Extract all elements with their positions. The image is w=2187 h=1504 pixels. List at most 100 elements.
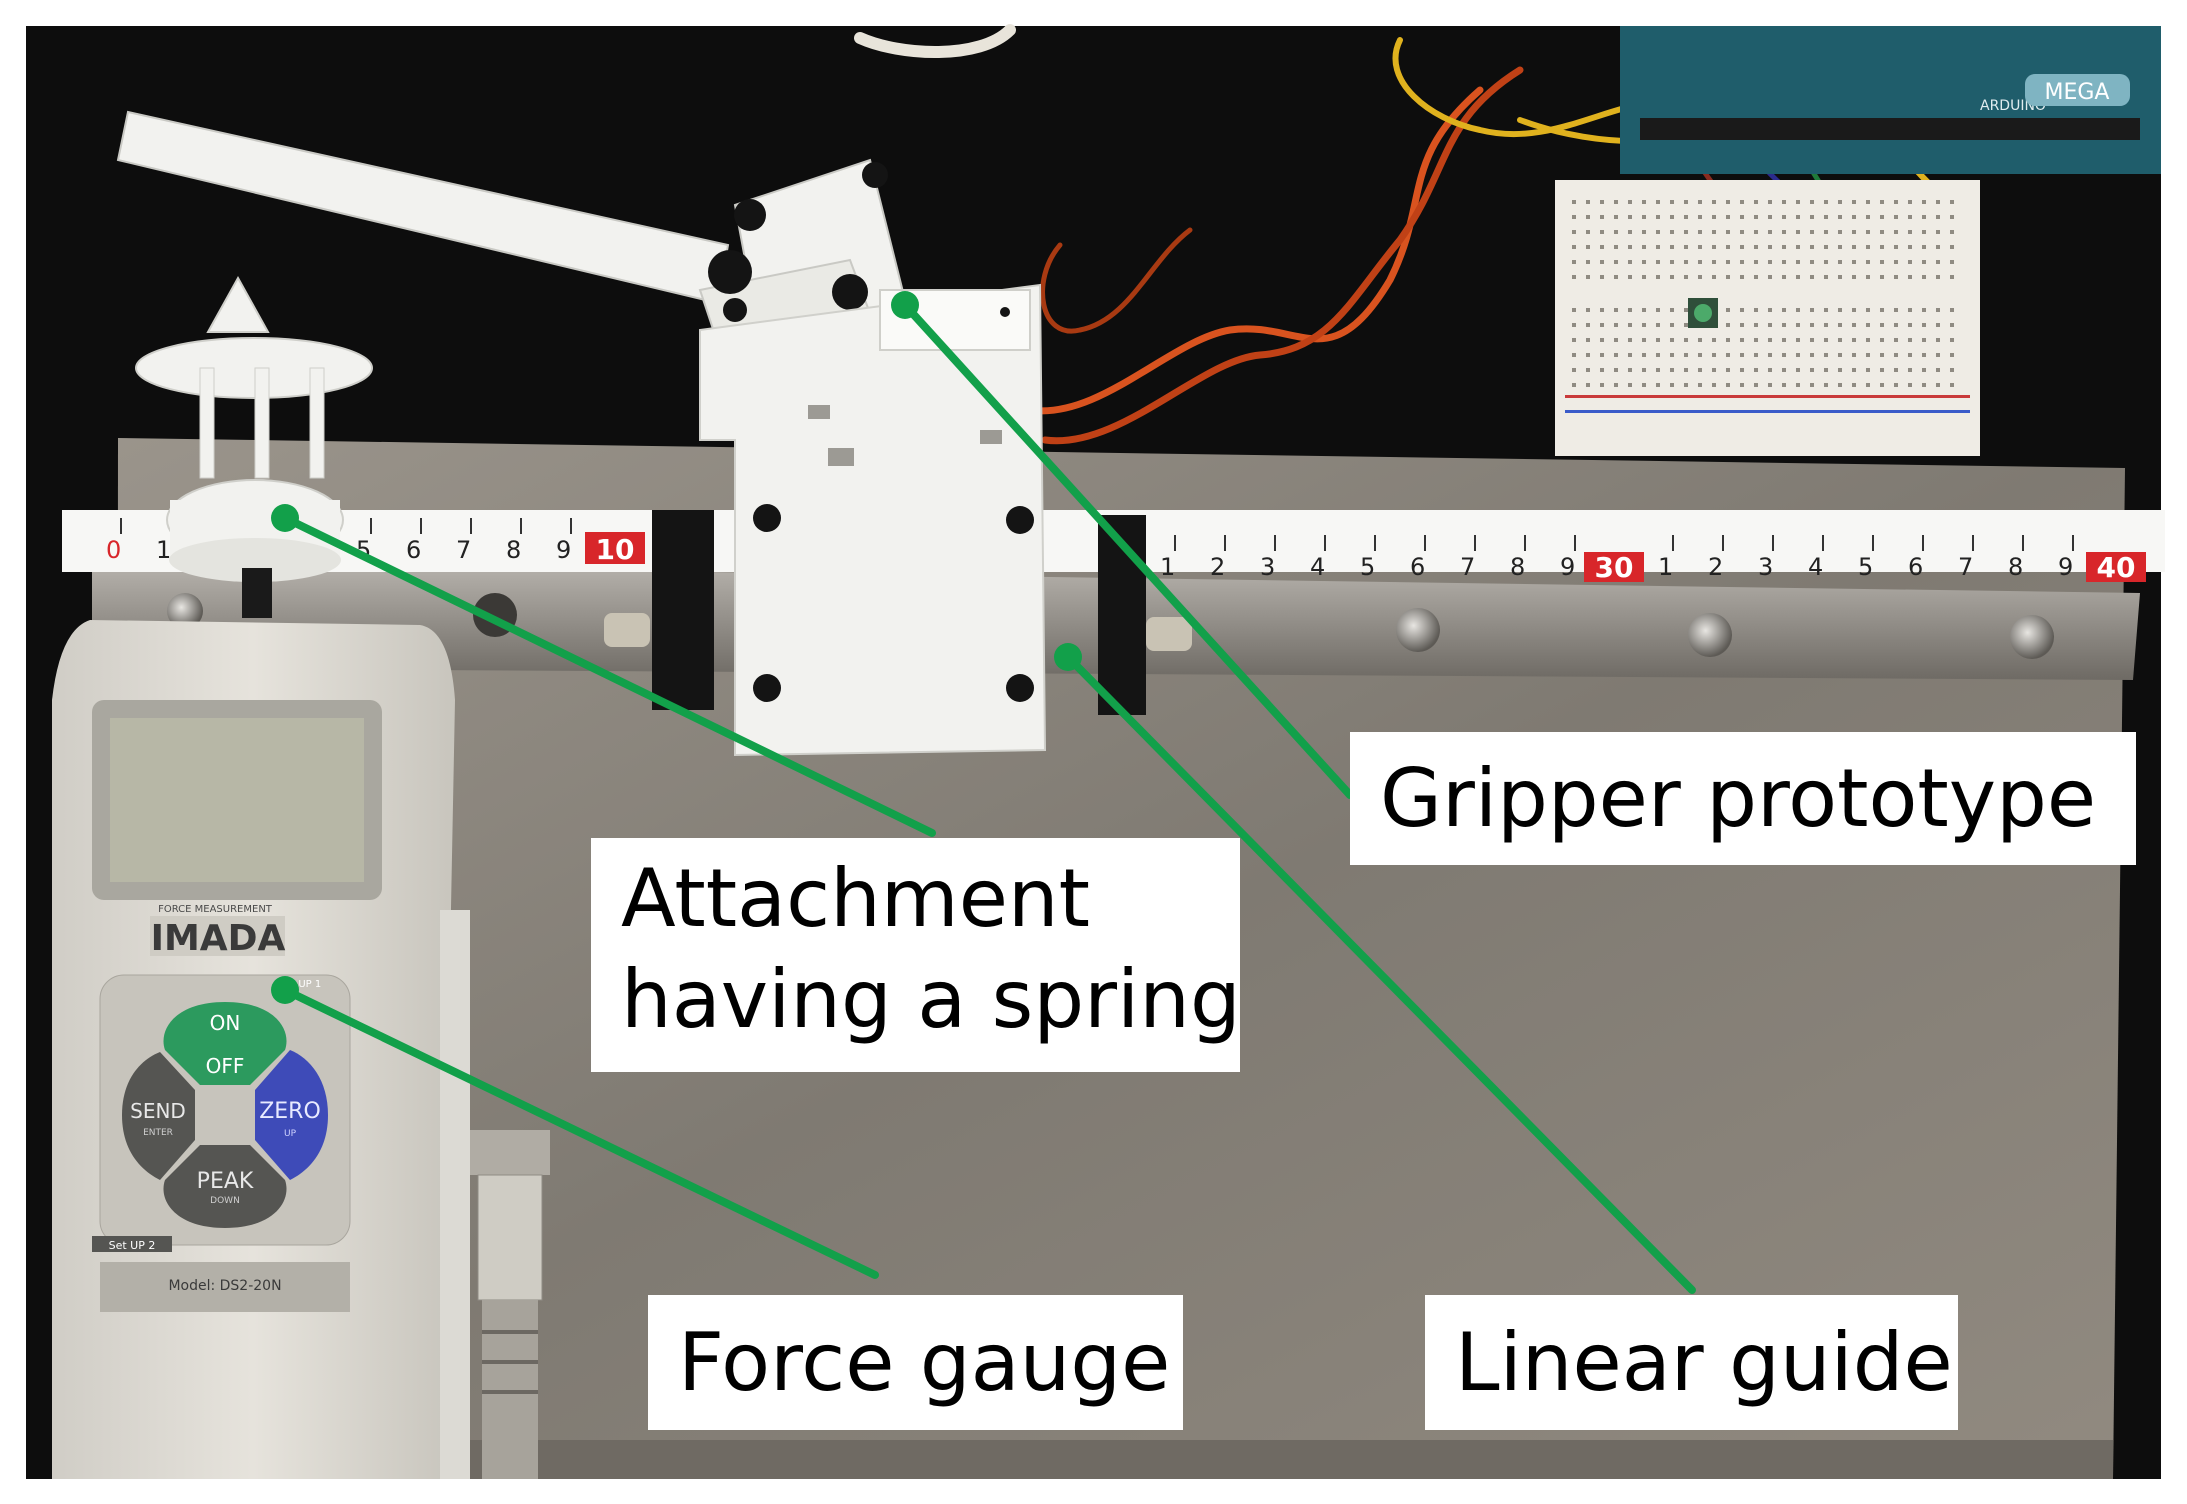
breadboard-hole xyxy=(1768,338,1772,342)
gauge-setup2: Set UP 2 xyxy=(109,1239,156,1252)
label-gripper-text: Gripper prototype xyxy=(1380,752,2097,845)
breadboard-hole xyxy=(1586,353,1590,357)
breadboard-hole xyxy=(1698,275,1702,279)
gauge-brand: IMADA xyxy=(151,918,286,959)
gauge-send-button[interactable] xyxy=(122,1052,195,1180)
b-tick-label-3: 4 xyxy=(1310,553,1325,581)
breadboard-hole xyxy=(1880,383,1884,387)
breadboard-hole xyxy=(1768,260,1772,264)
breadboard-hole xyxy=(1754,383,1758,387)
breadboard-hole xyxy=(1572,368,1576,372)
breadboard-hole xyxy=(1824,260,1828,264)
breadboard-hole xyxy=(1852,230,1856,234)
breadboard-hole xyxy=(1656,230,1660,234)
breadboard-hole xyxy=(1796,368,1800,372)
breadboard-hole xyxy=(1642,215,1646,219)
breadboard-hole xyxy=(1600,230,1604,234)
c-tick-label-2: 3 xyxy=(1758,553,1773,581)
breadboard-hole xyxy=(1614,275,1618,279)
breadboard-hole xyxy=(1572,323,1576,327)
c-tick-label-1: 2 xyxy=(1708,553,1723,581)
breadboard-hole xyxy=(1684,215,1688,219)
breadboard-hole xyxy=(1600,215,1604,219)
gauge-peak-button[interactable] xyxy=(163,1145,287,1228)
spring-attachment xyxy=(135,275,373,618)
breadboard-hole xyxy=(1586,323,1590,327)
label-gripper-prototype: Gripper prototype xyxy=(1350,732,2136,865)
label-linear-guide: Linear guide xyxy=(1425,1295,1958,1430)
a-tick-9 xyxy=(570,518,572,534)
breadboard-hole xyxy=(1768,245,1772,249)
gauge-zero-button[interactable] xyxy=(255,1050,328,1180)
label-linear-guide-text: Linear guide xyxy=(1455,1316,1953,1409)
breadboard-hole xyxy=(1656,323,1660,327)
gauge-bracket xyxy=(440,910,470,1479)
linear-guide-leader-line xyxy=(1064,653,1696,1294)
breadboard-hole xyxy=(1810,245,1814,249)
breadboard-hole xyxy=(1936,260,1940,264)
breadboard-hole xyxy=(1572,230,1576,234)
b-tick-8 xyxy=(1574,535,1576,551)
label-attachment-line2: having a spring xyxy=(621,953,1241,1046)
breadboard-hole xyxy=(1600,338,1604,342)
breadboard-hole xyxy=(1922,230,1926,234)
arduino-model-badge xyxy=(2025,74,2130,106)
breadboard-hole xyxy=(1894,200,1898,204)
breadboard-hole xyxy=(1824,308,1828,312)
a-tick-0 xyxy=(120,518,122,534)
breadboard-hole xyxy=(1880,323,1884,327)
breadboard-hole xyxy=(1922,323,1926,327)
breadboard-hole xyxy=(1712,200,1716,204)
breadboard-hole xyxy=(1572,245,1576,249)
breadboard-hole xyxy=(1586,368,1590,372)
gauge-on-label: ON xyxy=(210,1011,241,1035)
breadboard-hole xyxy=(1670,230,1674,234)
breadboard-hole xyxy=(1740,275,1744,279)
gripper-leader-line xyxy=(901,301,1354,799)
breadboard-hole xyxy=(1838,215,1842,219)
breadboard-rail-red xyxy=(1565,395,1970,398)
breadboard-hole xyxy=(1810,230,1814,234)
breadboard-hole xyxy=(1726,260,1730,264)
b-tick-label-1: 2 xyxy=(1210,553,1225,581)
breadboard-hole xyxy=(1670,353,1674,357)
breadboard-hole xyxy=(1726,308,1730,312)
breadboard-hole xyxy=(1768,323,1772,327)
attachment-leader-line xyxy=(281,514,936,837)
gauge-on-off-button[interactable] xyxy=(163,1002,287,1085)
breadboard-hole xyxy=(1936,200,1940,204)
carriage-block-left xyxy=(652,510,714,710)
breadboard-hole xyxy=(1838,200,1842,204)
breadboard-hole xyxy=(1698,383,1702,387)
breadboard-hole xyxy=(1768,308,1772,312)
breadboard-hole xyxy=(1908,215,1912,219)
ruler-mark-10-bg xyxy=(585,532,645,564)
breadboard-hole xyxy=(1628,230,1632,234)
c-tick-label-8: 9 xyxy=(2058,553,2073,581)
breadboard-hole xyxy=(1768,200,1772,204)
c-tick-label-3: 4 xyxy=(1808,553,1823,581)
b-tick-label-4: 5 xyxy=(1360,553,1375,581)
breadboard-hole xyxy=(1628,338,1632,342)
a-tick-label-7: 7 xyxy=(456,536,471,564)
gripper-nuts xyxy=(808,405,1002,466)
breadboard-hole xyxy=(1740,308,1744,312)
a-tick-8 xyxy=(520,518,522,534)
breadboard-hole xyxy=(1880,308,1884,312)
breadboard-hole xyxy=(1866,275,1870,279)
force-gauge-leader-line xyxy=(281,986,879,1279)
breadboard-hole xyxy=(1866,260,1870,264)
breadboard-hole xyxy=(1950,353,1954,357)
breadboard-hole xyxy=(1880,338,1884,342)
breadboard-hole xyxy=(1838,308,1842,312)
breadboard-hole xyxy=(1586,260,1590,264)
breadboard-hole xyxy=(1796,200,1800,204)
breadboard-hole xyxy=(1726,383,1730,387)
breadboard-hole xyxy=(1922,308,1926,312)
breadboard-hole xyxy=(1656,383,1660,387)
breadboard-hole xyxy=(1726,215,1730,219)
breadboard-hole xyxy=(1572,308,1576,312)
breadboard-hole xyxy=(1866,215,1870,219)
b-tick-label-6: 7 xyxy=(1460,553,1475,581)
breadboard-hole xyxy=(1810,200,1814,204)
